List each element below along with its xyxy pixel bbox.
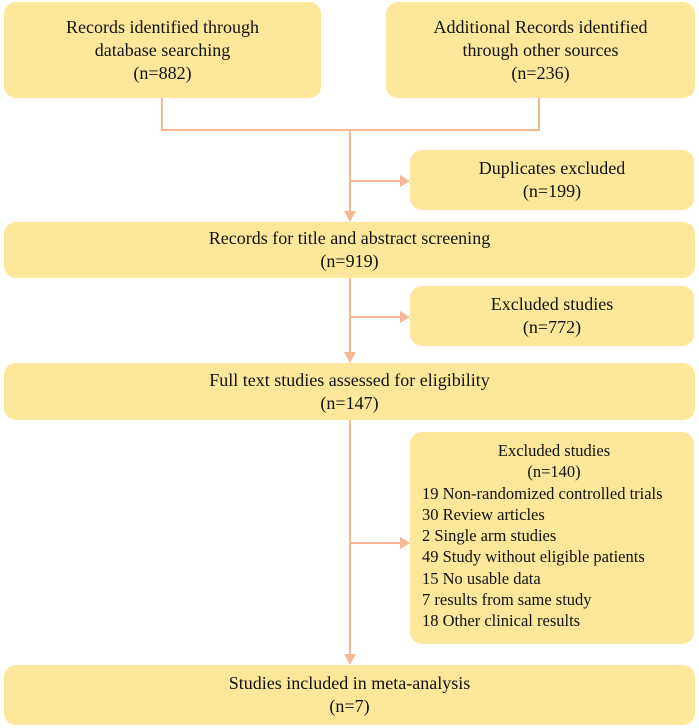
included-studies-count: (n=7) xyxy=(329,696,370,716)
included-studies-label: Studies included in meta-analysis xyxy=(228,673,471,693)
connector-database xyxy=(161,98,350,131)
duplicates-excluded-label: Duplicates excluded xyxy=(478,158,626,178)
excluded-studies-1-count: (n=772) xyxy=(522,317,582,337)
exclusion-reason: 15 No usable data xyxy=(422,568,541,588)
database-records-box: Records identified through database sear… xyxy=(4,2,321,98)
screening-box: Records for title and abstract screening… xyxy=(4,222,695,278)
duplicates-excluded-box: Duplicates excluded (n=199) xyxy=(410,150,694,210)
full-text-count: (n=147) xyxy=(320,392,379,413)
arrow-to-duplicates xyxy=(400,175,410,187)
screening-label: Records for title and abstract screening xyxy=(208,228,491,248)
screening-count: (n=919) xyxy=(320,251,379,271)
database-records-count: (n=882) xyxy=(133,62,192,83)
full-text-label: Full text studies assessed for eligibili… xyxy=(209,369,490,390)
exclusion-reason: 2 Single arm studies xyxy=(422,526,557,546)
arrow-to-included xyxy=(344,654,356,665)
arrow-to-excluded1 xyxy=(400,311,410,323)
excluded-studies-box-2: Excluded studies (n=140) 19 Non-randomiz… xyxy=(410,432,694,644)
other-sources-box: Additional Records identified through ot… xyxy=(386,2,695,98)
other-sources-count: (n=236) xyxy=(511,62,570,83)
database-records-line1: Records identified through xyxy=(66,16,259,37)
excluded-studies-2-title: Excluded studies xyxy=(497,441,611,460)
arrow-to-excluded2 xyxy=(400,537,410,549)
excluded-studies-box-1: Excluded studies (n=772) xyxy=(410,286,694,346)
exclusion-reason: 19 Non-randomized controlled trials xyxy=(422,483,663,503)
exclusion-reason: 7 results from same study xyxy=(422,590,592,610)
connector-other xyxy=(350,98,540,131)
database-records-line2: database searching xyxy=(94,39,231,60)
exclusion-reason: 49 Study without eligible patients xyxy=(422,547,645,567)
exclusion-reason: 18 Other clinical results xyxy=(422,611,581,631)
duplicates-excluded-count: (n=199) xyxy=(522,181,582,201)
arrow-to-screening xyxy=(344,211,356,222)
excluded-studies-2-count: (n=140) xyxy=(527,462,581,482)
other-sources-line1: Additional Records identified xyxy=(433,16,648,37)
arrow-to-fulltext xyxy=(344,352,356,363)
full-text-box: Full text studies assessed for eligibili… xyxy=(4,363,695,420)
other-sources-line2: through other sources xyxy=(462,39,619,60)
included-studies-box: Studies included in meta-analysis (n=7) xyxy=(4,665,695,725)
excluded-studies-1-label: Excluded studies xyxy=(490,294,614,314)
exclusion-reason: 30 Review articles xyxy=(422,504,545,524)
